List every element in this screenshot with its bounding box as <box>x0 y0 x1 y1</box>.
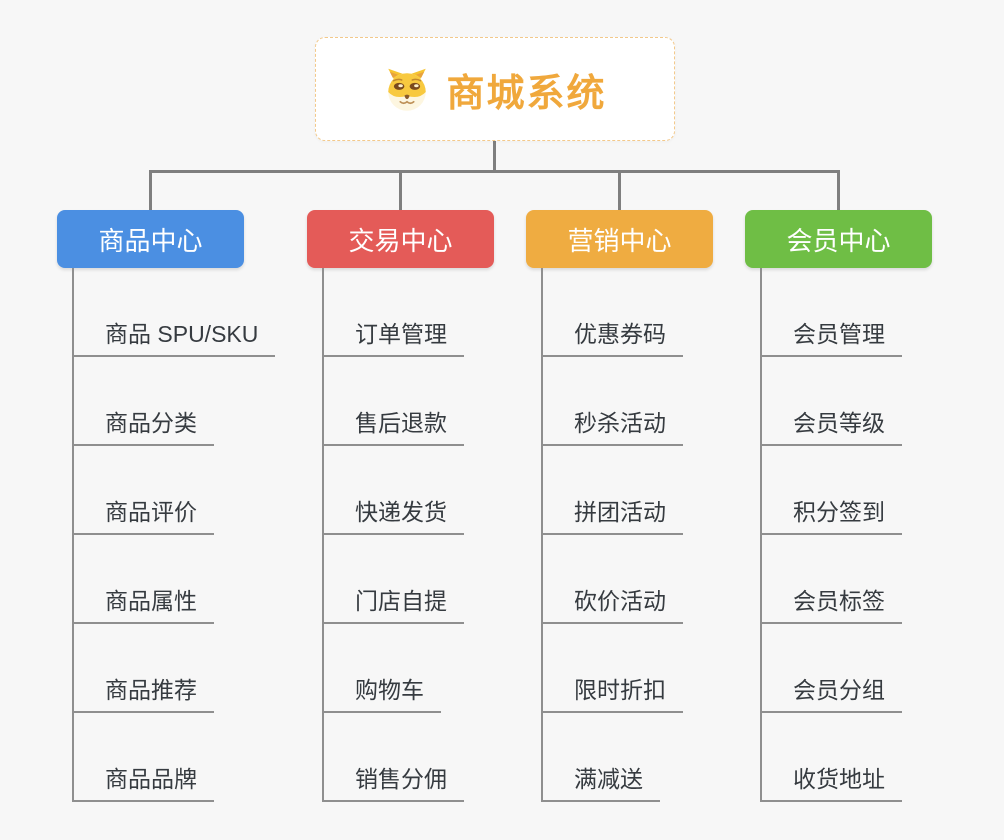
connector-drop-marketing <box>618 170 621 210</box>
child-topic-group-buy[interactable]: 拼团活动 <box>541 501 683 535</box>
child-topic-member-tags[interactable]: 会员标签 <box>760 590 902 624</box>
child-topic-member-management[interactable]: 会员管理 <box>760 323 902 357</box>
branch-label: 商品中心 <box>98 225 203 256</box>
child-topic-express-shipping[interactable]: 快递发货 <box>322 501 464 535</box>
connector-drop-member <box>837 170 840 210</box>
child-topic-points-checkin[interactable]: 积分签到 <box>760 501 902 535</box>
child-topic-member-level[interactable]: 会员等级 <box>760 412 902 446</box>
child-topic-aftersale-refund[interactable]: 售后退款 <box>322 412 464 446</box>
branch-label: 会员中心 <box>786 225 891 256</box>
child-topic-coupon-codes[interactable]: 优惠券码 <box>541 323 683 357</box>
child-topic-product-attribute[interactable]: 商品属性 <box>72 590 214 624</box>
child-topic-store-pickup[interactable]: 门店自提 <box>322 590 464 624</box>
child-topic-product-review[interactable]: 商品评价 <box>72 501 214 535</box>
root-title: 商城系统 <box>446 72 607 115</box>
branch-column-product: 商品中心 商品 SPU/SKU 商品分类 商品评价 商品属性 商品推荐 商品品牌 <box>57 210 319 820</box>
branch-node-trade[interactable]: 交易中心 <box>307 210 494 268</box>
child-topic-sales-commission[interactable]: 销售分佣 <box>322 768 464 802</box>
child-topic-product-recommend[interactable]: 商品推荐 <box>72 679 214 713</box>
child-topic-spend-and-save[interactable]: 满减送 <box>541 768 660 802</box>
branch-column-marketing: 营销中心 优惠券码 秒杀活动 拼团活动 砍价活动 限时折扣 满减送 <box>526 210 788 820</box>
child-topic-shopping-cart[interactable]: 购物车 <box>322 679 441 713</box>
child-topic-product-category[interactable]: 商品分类 <box>72 412 214 446</box>
branch-node-marketing[interactable]: 营销中心 <box>526 210 713 268</box>
doge-icon <box>383 65 431 113</box>
branch-node-member[interactable]: 会员中心 <box>745 210 932 268</box>
connector-root-stem <box>493 139 496 170</box>
connector-bus <box>149 170 840 173</box>
child-topic-member-groups[interactable]: 会员分组 <box>760 679 902 713</box>
child-topic-flash-sale[interactable]: 秒杀活动 <box>541 412 683 446</box>
branch-node-product[interactable]: 商品中心 <box>57 210 244 268</box>
child-topic-bargain-activity[interactable]: 砍价活动 <box>541 590 683 624</box>
connector-drop-trade <box>399 170 402 210</box>
branch-label: 营销中心 <box>567 225 672 256</box>
branch-column-member: 会员中心 会员管理 会员等级 积分签到 会员标签 会员分组 收货地址 <box>745 210 1004 820</box>
child-topic-order-management[interactable]: 订单管理 <box>322 323 464 357</box>
connector-drop-product <box>149 170 152 210</box>
branch-column-trade: 交易中心 订单管理 售后退款 快递发货 门店自提 购物车 销售分佣 <box>307 210 569 820</box>
root-node[interactable]: 商城系统 <box>315 37 675 141</box>
child-topic-limited-time-discount[interactable]: 限时折扣 <box>541 679 683 713</box>
child-topic-product-spu-sku[interactable]: 商品 SPU/SKU <box>72 323 276 357</box>
child-topic-shipping-address[interactable]: 收货地址 <box>760 768 902 802</box>
child-topic-product-brand[interactable]: 商品品牌 <box>72 768 214 802</box>
branch-label: 交易中心 <box>348 225 453 256</box>
